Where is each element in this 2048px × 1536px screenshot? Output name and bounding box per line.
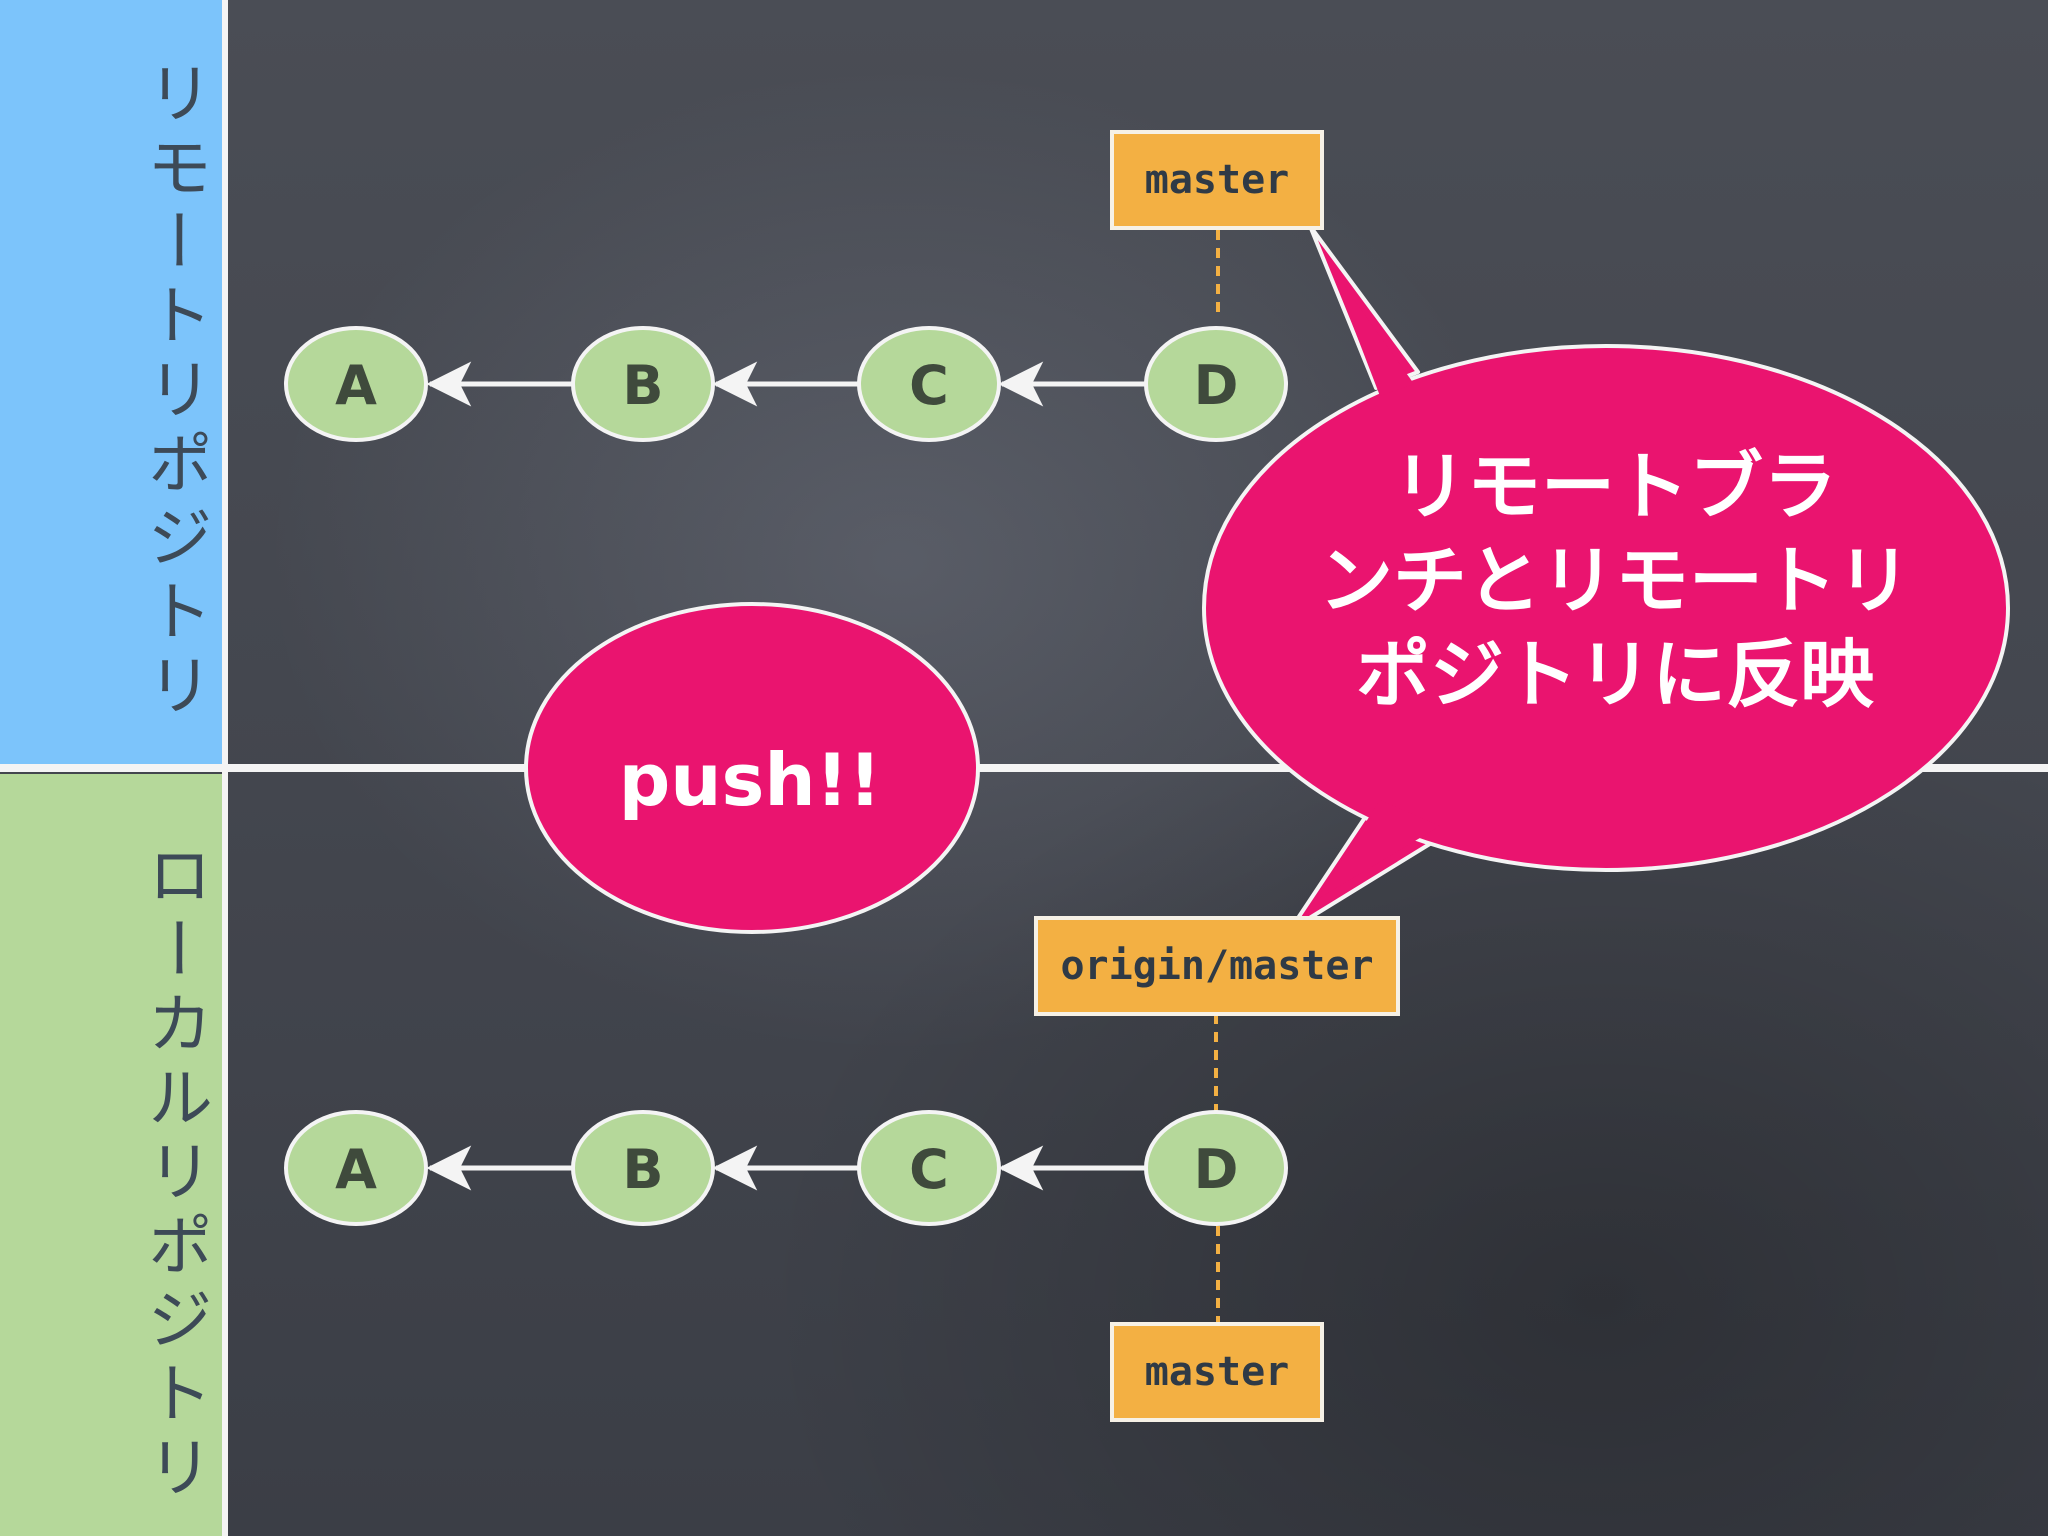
remote-commit-d-label: D bbox=[1194, 354, 1239, 417]
remote-commit-c-label: C bbox=[909, 354, 949, 417]
remote-repository-panel: リモートリポジトリ bbox=[0, 0, 222, 764]
horizontal-divider bbox=[0, 764, 2048, 772]
origin-master-tag: origin/master bbox=[1034, 916, 1400, 1016]
remote-commit-c: C bbox=[857, 326, 1001, 442]
local-commit-c: C bbox=[857, 1110, 1001, 1226]
local-master-tag: master bbox=[1110, 1322, 1324, 1422]
remote-commit-b-label: B bbox=[622, 354, 663, 417]
remote-commit-a: A bbox=[284, 326, 428, 442]
callout-line-2: ンチとリモートリ bbox=[1319, 538, 1911, 624]
local-commit-a-label: A bbox=[335, 1138, 377, 1201]
callout-bubble bbox=[1202, 224, 2010, 932]
local-commit-b: B bbox=[571, 1110, 715, 1226]
push-bubble bbox=[524, 602, 980, 934]
remote-repository-label: リモートリポジトリ bbox=[136, 59, 213, 725]
remote-master-tag: master bbox=[1110, 130, 1324, 230]
local-commit-a: A bbox=[284, 1110, 428, 1226]
local-commit-d: D bbox=[1144, 1110, 1288, 1226]
push-text: push!! bbox=[618, 738, 882, 822]
local-commit-b-label: B bbox=[622, 1138, 663, 1201]
callout-line-3: ポジトリに反映 bbox=[1356, 632, 1874, 718]
callout-line-1: リモートブラ bbox=[1393, 444, 1837, 530]
local-repository-label: ローカルリポジトリ bbox=[136, 841, 213, 1507]
remote-commit-a-label: A bbox=[335, 354, 377, 417]
local-commit-d-label: D bbox=[1194, 1138, 1239, 1201]
callout-text: リモートブラ ンチとリモートリ ポジトリに反映 bbox=[1215, 440, 2015, 722]
remote-commit-b: B bbox=[571, 326, 715, 442]
local-repository-panel: ローカルリポジトリ bbox=[0, 774, 222, 1536]
local-commit-c-label: C bbox=[909, 1138, 949, 1201]
remote-commit-d: D bbox=[1144, 326, 1288, 442]
